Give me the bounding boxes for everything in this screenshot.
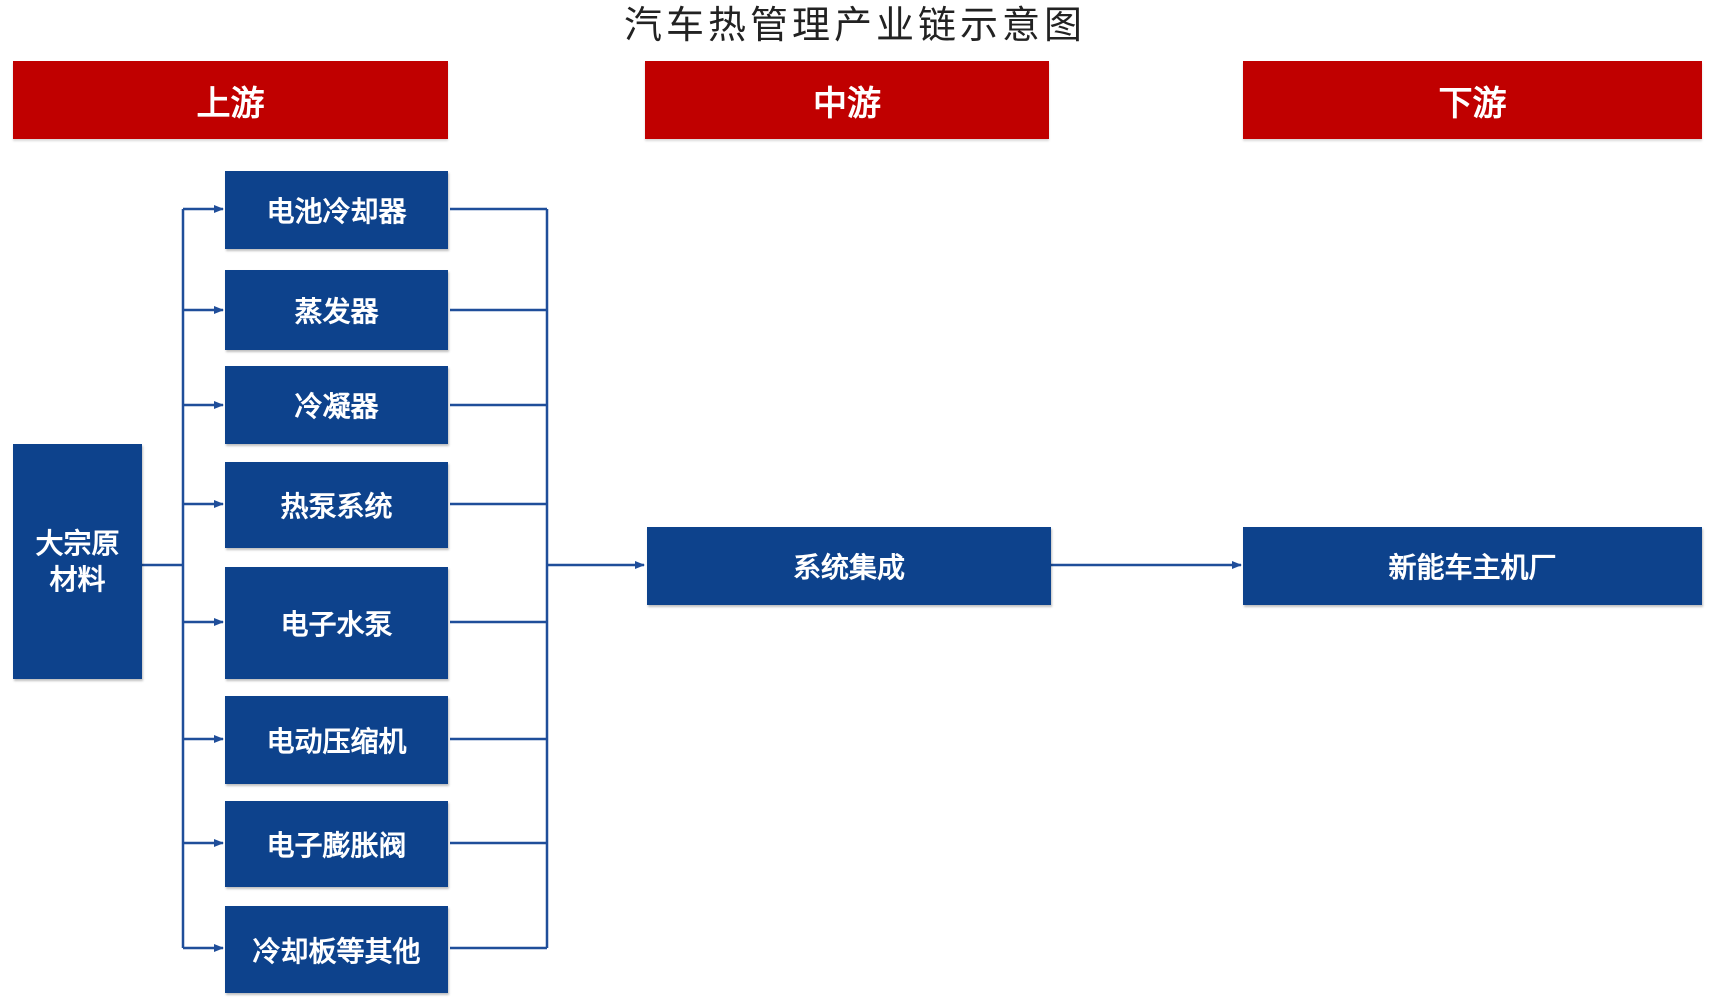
component-battery-chiller: 电池冷却器 <box>225 171 448 249</box>
raw-material-box: 大宗原 材料 <box>13 444 142 679</box>
component-electric-compressor: 电动压缩机 <box>225 696 448 784</box>
component-evaporator: 蒸发器 <box>225 270 448 350</box>
downstream-oem: 新能车主机厂 <box>1243 527 1702 605</box>
component-cooling-plate-others: 冷却板等其他 <box>225 906 448 993</box>
component-heat-pump: 热泵系统 <box>225 462 448 548</box>
component-electronic-water-pump: 电子水泵 <box>225 567 448 679</box>
raw-material-line2: 材料 <box>49 562 106 596</box>
component-electronic-expansion-valve: 电子膨胀阀 <box>225 801 448 887</box>
diagram-title: 汽车热管理产业链示意图 <box>623 3 1086 47</box>
raw-material-line1: 大宗原 <box>35 526 120 560</box>
component-condenser: 冷凝器 <box>225 366 448 444</box>
header-upstream: 上游 <box>13 61 448 139</box>
midstream-system-integration: 系统集成 <box>647 527 1051 605</box>
header-downstream: 下游 <box>1243 61 1702 139</box>
header-midstream: 中游 <box>645 61 1049 139</box>
